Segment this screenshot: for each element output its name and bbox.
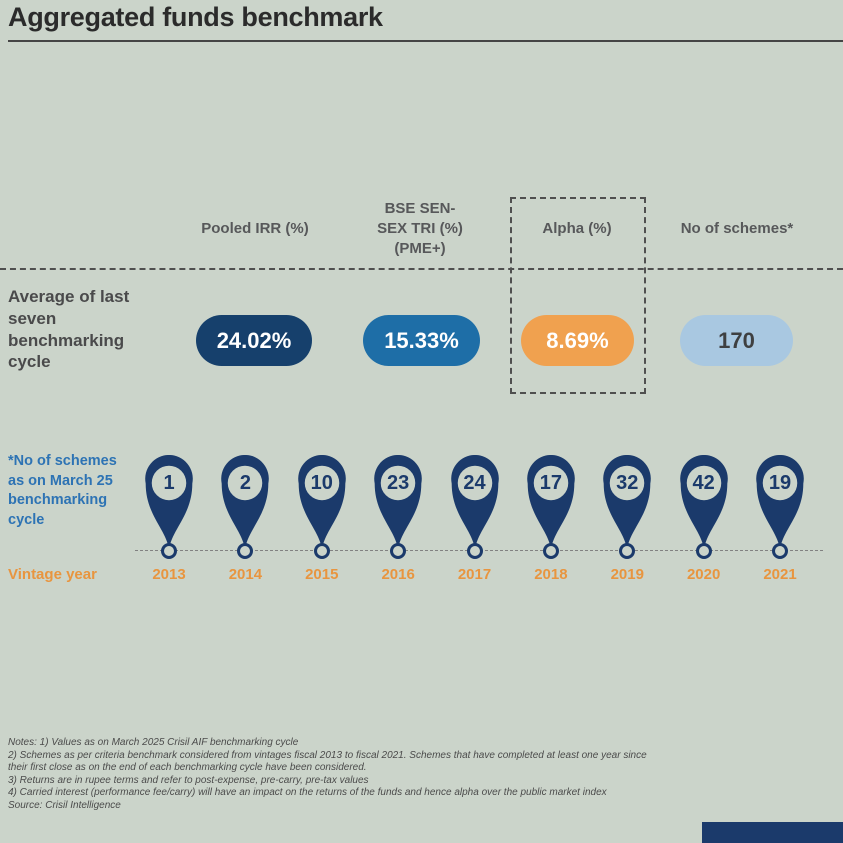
timeline-ring-marker	[390, 543, 407, 559]
pin-count-label: 23	[387, 471, 410, 494]
pin-count-label: 1	[163, 471, 175, 494]
footnotes: Notes: 1) Values as on March 2025 Crisil…	[8, 737, 833, 813]
row-label-average: Average of last seven benchmarking cycle	[8, 287, 130, 372]
column-header-no-of-schemes: No of schemes*	[680, 219, 794, 237]
value-pill-bse-sensex-tri: 15.33%	[363, 315, 480, 366]
pin-count-label: 2	[239, 471, 251, 494]
column-header-pooled-irr: Pooled IRR (%)	[201, 219, 309, 237]
map-pin-icon	[679, 455, 728, 550]
map-pin-icon	[527, 455, 575, 550]
value-pill-pooled-irr: 24.02%	[196, 315, 312, 366]
map-pin-2019: 32	[599, 455, 655, 552]
page-title: Aggregated funds benchmark	[8, 2, 383, 32]
timeline-ring-marker	[542, 543, 559, 559]
map-pin-icon	[221, 455, 270, 550]
year-label: 2020	[686, 566, 721, 583]
footnote-line: 4) Carried interest (performance fee/car…	[8, 787, 607, 799]
year-label: 2021	[763, 566, 797, 583]
map-pin-icon	[145, 455, 193, 550]
map-pin-icon	[603, 455, 652, 550]
header-row-separator	[0, 268, 843, 270]
year-label: 2018	[534, 566, 568, 583]
map-pin-2021: 19	[752, 455, 808, 552]
timeline-ring-marker	[466, 543, 483, 559]
vintage-year-axis-label: Vintage year	[8, 566, 97, 583]
year-label: 2016	[381, 566, 415, 583]
timeline-rings-row	[141, 543, 808, 559]
column-header-bse-sensex-tri: BSE SEN-SEX TRI (%) (PME+)	[377, 199, 463, 258]
footnote-line: 2) Schemes as per criteria benchmark con…	[8, 749, 647, 761]
map-pin-2016: 23	[370, 455, 426, 552]
map-pin-icon	[374, 455, 422, 550]
pin-count-label: 42	[692, 471, 715, 494]
value-pill-no-of-schemes: 170	[680, 315, 793, 366]
year-label: 2014	[228, 566, 263, 583]
pin-count-label: 32	[616, 471, 639, 494]
pin-count-label: 10	[310, 471, 333, 494]
timeline-ring-marker	[313, 543, 330, 559]
timeline-ring-marker	[619, 543, 636, 559]
title-divider	[8, 40, 843, 42]
map-pin-2017: 24	[447, 455, 503, 552]
footnote-line: Notes: 1) Values as on March 2025 Crisil…	[8, 737, 299, 748]
timeline-ring-marker	[695, 543, 712, 559]
timeline-ring-marker	[161, 543, 177, 559]
map-pin-icon	[756, 455, 804, 550]
pin-count-label: 17	[539, 471, 562, 494]
pin-count-label: 24	[463, 471, 486, 494]
source-line: Source: Crisil Intelligence	[8, 799, 121, 811]
map-pin-icon	[297, 455, 346, 550]
alpha-highlight-box	[510, 197, 646, 394]
map-pin-2013: 1	[141, 455, 197, 552]
bottom-right-brand-bar	[702, 822, 843, 843]
map-pin-2020: 42	[676, 455, 732, 552]
footnote-line: their first close as on the end of each …	[8, 762, 367, 774]
year-label: 2019	[610, 566, 644, 583]
schemes-count-note: *No of schemes as on March 25 benchmarki…	[8, 453, 117, 528]
map-pin-2015: 10	[294, 455, 350, 552]
timeline-pins-row: 1 2 10 23 24 17 32 42	[141, 455, 808, 552]
year-label: 2013	[152, 566, 186, 583]
column-header-alpha: Alpha (%)	[542, 219, 612, 237]
map-pin-2018: 17	[523, 455, 579, 552]
timeline-ring-marker	[772, 543, 788, 559]
year-label: 2015	[305, 566, 339, 583]
pin-count-label: 19	[768, 471, 792, 494]
footnote-line: 3) Returns are in rupee terms and refer …	[8, 774, 369, 786]
map-pin-2014: 2	[217, 455, 273, 552]
timeline-years-row: 2013 2014 2015 2016 2017 2018 2019 2020 …	[141, 566, 808, 583]
value-pill-alpha: 8.69%	[521, 315, 634, 366]
map-pin-icon	[450, 455, 499, 550]
timeline-ring-marker	[237, 543, 254, 559]
year-label: 2017	[457, 566, 492, 583]
